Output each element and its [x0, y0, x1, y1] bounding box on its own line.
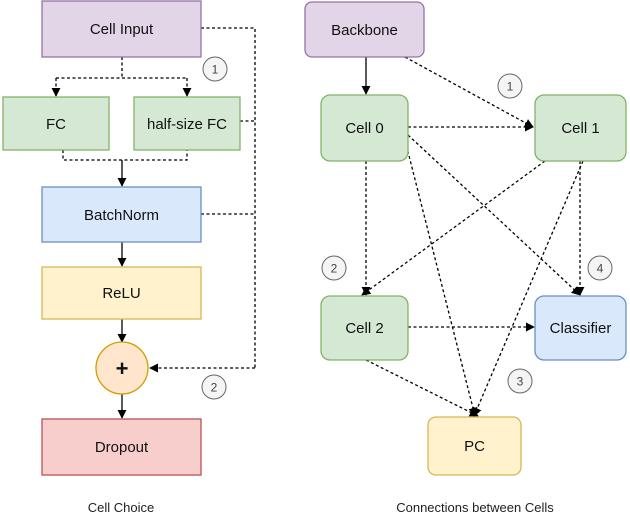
badge-2-left: 2 — [201, 374, 227, 400]
svg-text:1: 1 — [212, 63, 219, 77]
cell-1-label: Cell 1 — [561, 120, 599, 137]
fc-label: FC — [46, 116, 66, 133]
cell-0-label: Cell 0 — [345, 120, 383, 137]
cell-0-node: Cell 0 — [320, 94, 409, 162]
pc-node: PC — [427, 416, 522, 476]
edge-cell0-classifier — [407, 134, 581, 296]
cell-choice-panel: Cell Input FC half-size FC BatchNorm ReL… — [2, 0, 256, 514]
relu-label: ReLU — [102, 285, 140, 302]
half-size-fc-node: half-size FC — [133, 96, 241, 151]
connections-panel: Backbone Cell 0 Cell 1 Cell 2 Classifier… — [304, 1, 627, 514]
connections-caption: Connections between Cells — [396, 500, 554, 514]
edge-fc-merge — [62, 150, 188, 161]
relu-node: ReLU — [41, 266, 202, 320]
svg-text:2: 2 — [331, 262, 338, 276]
batchnorm-label: BatchNorm — [84, 207, 159, 224]
edge-cell2-pc — [365, 359, 479, 417]
badge-4-right: 4 — [587, 255, 613, 281]
half-size-fc-label: half-size FC — [147, 116, 227, 133]
badge-1-left: 1 — [202, 56, 228, 82]
svg-text:1: 1 — [507, 80, 514, 94]
edge-skip-input — [201, 27, 256, 368]
batchnorm-node: BatchNorm — [41, 186, 202, 243]
cell-2-node: Cell 2 — [320, 295, 409, 361]
badge-1-right: 1 — [497, 73, 523, 99]
add-label: + — [116, 356, 129, 381]
pc-label: PC — [464, 438, 485, 455]
edge-cell1-cell2 — [361, 160, 546, 296]
backbone-label: Backbone — [331, 22, 398, 39]
svg-text:2: 2 — [211, 381, 218, 395]
dropout-node: Dropout — [41, 418, 202, 476]
backbone-node: Backbone — [304, 1, 425, 58]
add-node: + — [95, 341, 149, 395]
classifier-node: Classifier — [534, 295, 627, 361]
cell-1-node: Cell 1 — [534, 94, 627, 162]
cell-input-label: Cell Input — [90, 21, 154, 38]
edge-cell1-pc — [473, 160, 584, 417]
dropout-label: Dropout — [95, 439, 149, 456]
cell-2-label: Cell 2 — [345, 320, 383, 337]
svg-text:4: 4 — [597, 262, 604, 276]
edge-cell0-pc — [404, 139, 478, 417]
cell-input-node: Cell Input — [41, 0, 202, 58]
edge-backbone-cell1 — [404, 56, 534, 128]
badge-3-right: 3 — [507, 368, 533, 394]
svg-text:3: 3 — [517, 375, 524, 389]
cell-choice-caption: Cell Choice — [88, 500, 154, 514]
fc-node: FC — [2, 96, 110, 151]
classifier-label: Classifier — [550, 320, 612, 337]
badge-2-right: 2 — [321, 255, 347, 281]
edge-input-split — [56, 57, 187, 79]
